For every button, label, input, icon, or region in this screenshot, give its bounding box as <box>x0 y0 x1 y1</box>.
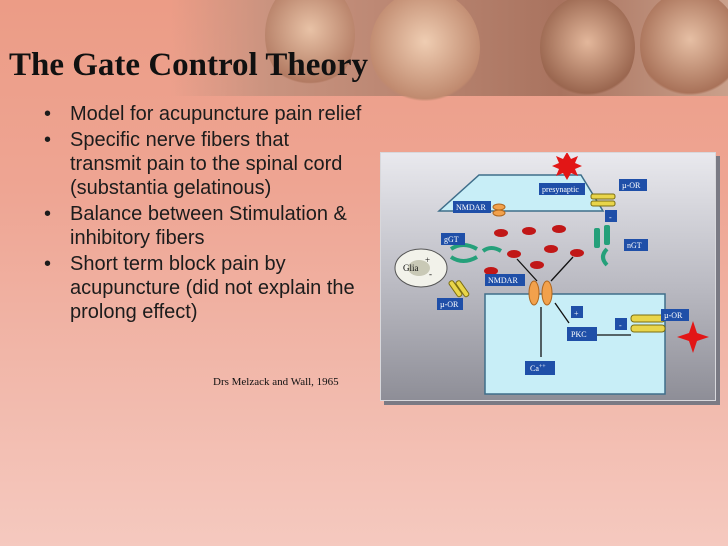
vesicle <box>544 245 558 253</box>
arrow <box>516 258 538 282</box>
arrow <box>554 302 570 324</box>
bullet-list: • Model for acupuncture pain relief • Spec… <box>44 102 364 326</box>
face-photo <box>370 0 480 105</box>
label-presynaptic: presynaptic <box>542 185 579 194</box>
label-box <box>485 274 525 286</box>
label-nmdar-top: NMDAR <box>456 203 486 212</box>
face-photo <box>640 0 728 100</box>
bullet-item: • Balance between Stimulation & inhibitor… <box>44 202 364 250</box>
face-photo <box>265 0 355 90</box>
mu-opioid-receptor <box>590 193 616 200</box>
transporter <box>449 243 478 251</box>
label-box <box>437 298 463 310</box>
label-mu-or-right: µ-OR <box>664 311 683 320</box>
bullet-dot: • <box>44 203 52 225</box>
arrow <box>550 256 574 282</box>
sign-minus-top: - <box>609 213 612 222</box>
transporter <box>481 246 503 253</box>
mu-opioid-receptor <box>630 314 666 323</box>
bullet-dot: • <box>44 129 52 151</box>
vesicle <box>494 229 508 237</box>
vesicle <box>507 250 521 258</box>
sign-box <box>615 318 627 330</box>
vesicle <box>552 225 566 233</box>
sign-box <box>605 210 617 222</box>
slide-title: The Gate Control Theory <box>9 47 369 83</box>
label-box <box>661 309 689 321</box>
label-box <box>619 179 647 191</box>
nmda-receptor <box>541 280 553 306</box>
label-pkc: PKC <box>571 330 587 339</box>
sign-plus-pkc: + <box>574 309 579 318</box>
diagram-svg: presynaptic µ-OR NMDAR gGT Glia µ-OR NMD… <box>394 153 709 395</box>
nmda-receptor-top <box>492 203 506 211</box>
label-ngt: nGT <box>627 241 642 250</box>
label-box <box>441 233 465 245</box>
vesicle <box>522 227 536 235</box>
label-box <box>453 201 491 213</box>
mu-opioid-receptor <box>448 280 463 298</box>
label-box <box>525 361 555 375</box>
label-ca: Ca++ <box>530 364 546 373</box>
label-ggt: gGT <box>444 235 459 244</box>
vesicle <box>570 249 584 257</box>
nmda-receptor <box>528 280 540 306</box>
label-glia: Glia <box>403 263 419 273</box>
label-box <box>624 239 648 251</box>
sign-plus-glia: + <box>425 255 430 265</box>
bullet-dot: • <box>44 103 52 125</box>
bullet-text: Short term block pain by acupuncture (di… <box>70 253 355 323</box>
bullet-text: Balance between Stimulation & inhibitory… <box>70 203 347 249</box>
sign-box <box>571 306 583 318</box>
bullet-text: Model for acupuncture pain relief <box>70 103 362 125</box>
bullet-text: Specific nerve fibers that transmit pain… <box>70 129 343 199</box>
mu-opioid-receptor <box>630 324 666 333</box>
pain-signal-icon <box>552 153 582 180</box>
sign-minus-glia: - <box>429 269 432 279</box>
bullet-item: • Model for acupuncture pain relief <box>44 102 364 126</box>
vesicle <box>484 267 498 275</box>
transporter <box>449 255 478 263</box>
gate-control-diagram: presynaptic µ-OR NMDAR gGT Glia µ-OR NMD… <box>380 152 716 401</box>
transporter <box>601 247 609 267</box>
citation: Drs Melzack and Wall, 1965 <box>213 376 339 388</box>
opioid-signal-icon <box>677 321 709 353</box>
header-photo-band <box>170 0 728 105</box>
label-mu-or-left: µ-OR <box>440 300 459 309</box>
transporter <box>594 228 600 248</box>
transporter <box>604 225 610 245</box>
label-mu-or-top: µ-OR <box>622 181 641 190</box>
mu-opioid-receptor <box>590 200 616 207</box>
glia-nucleus <box>408 260 430 276</box>
bullet-item: • Specific nerve fibers that transmit pai… <box>44 128 364 200</box>
mu-opioid-receptor <box>455 280 470 298</box>
nmda-receptor-top <box>492 209 506 217</box>
vesicle <box>530 261 544 269</box>
label-box <box>567 327 597 341</box>
face-photo <box>540 0 635 100</box>
label-box <box>539 183 585 195</box>
sign-minus-pkc: - <box>619 321 622 330</box>
bullet-dot: • <box>44 253 52 275</box>
bullet-item: • Short term block pain by acupuncture (d… <box>44 252 364 324</box>
label-nmdar-mid: NMDAR <box>488 276 518 285</box>
